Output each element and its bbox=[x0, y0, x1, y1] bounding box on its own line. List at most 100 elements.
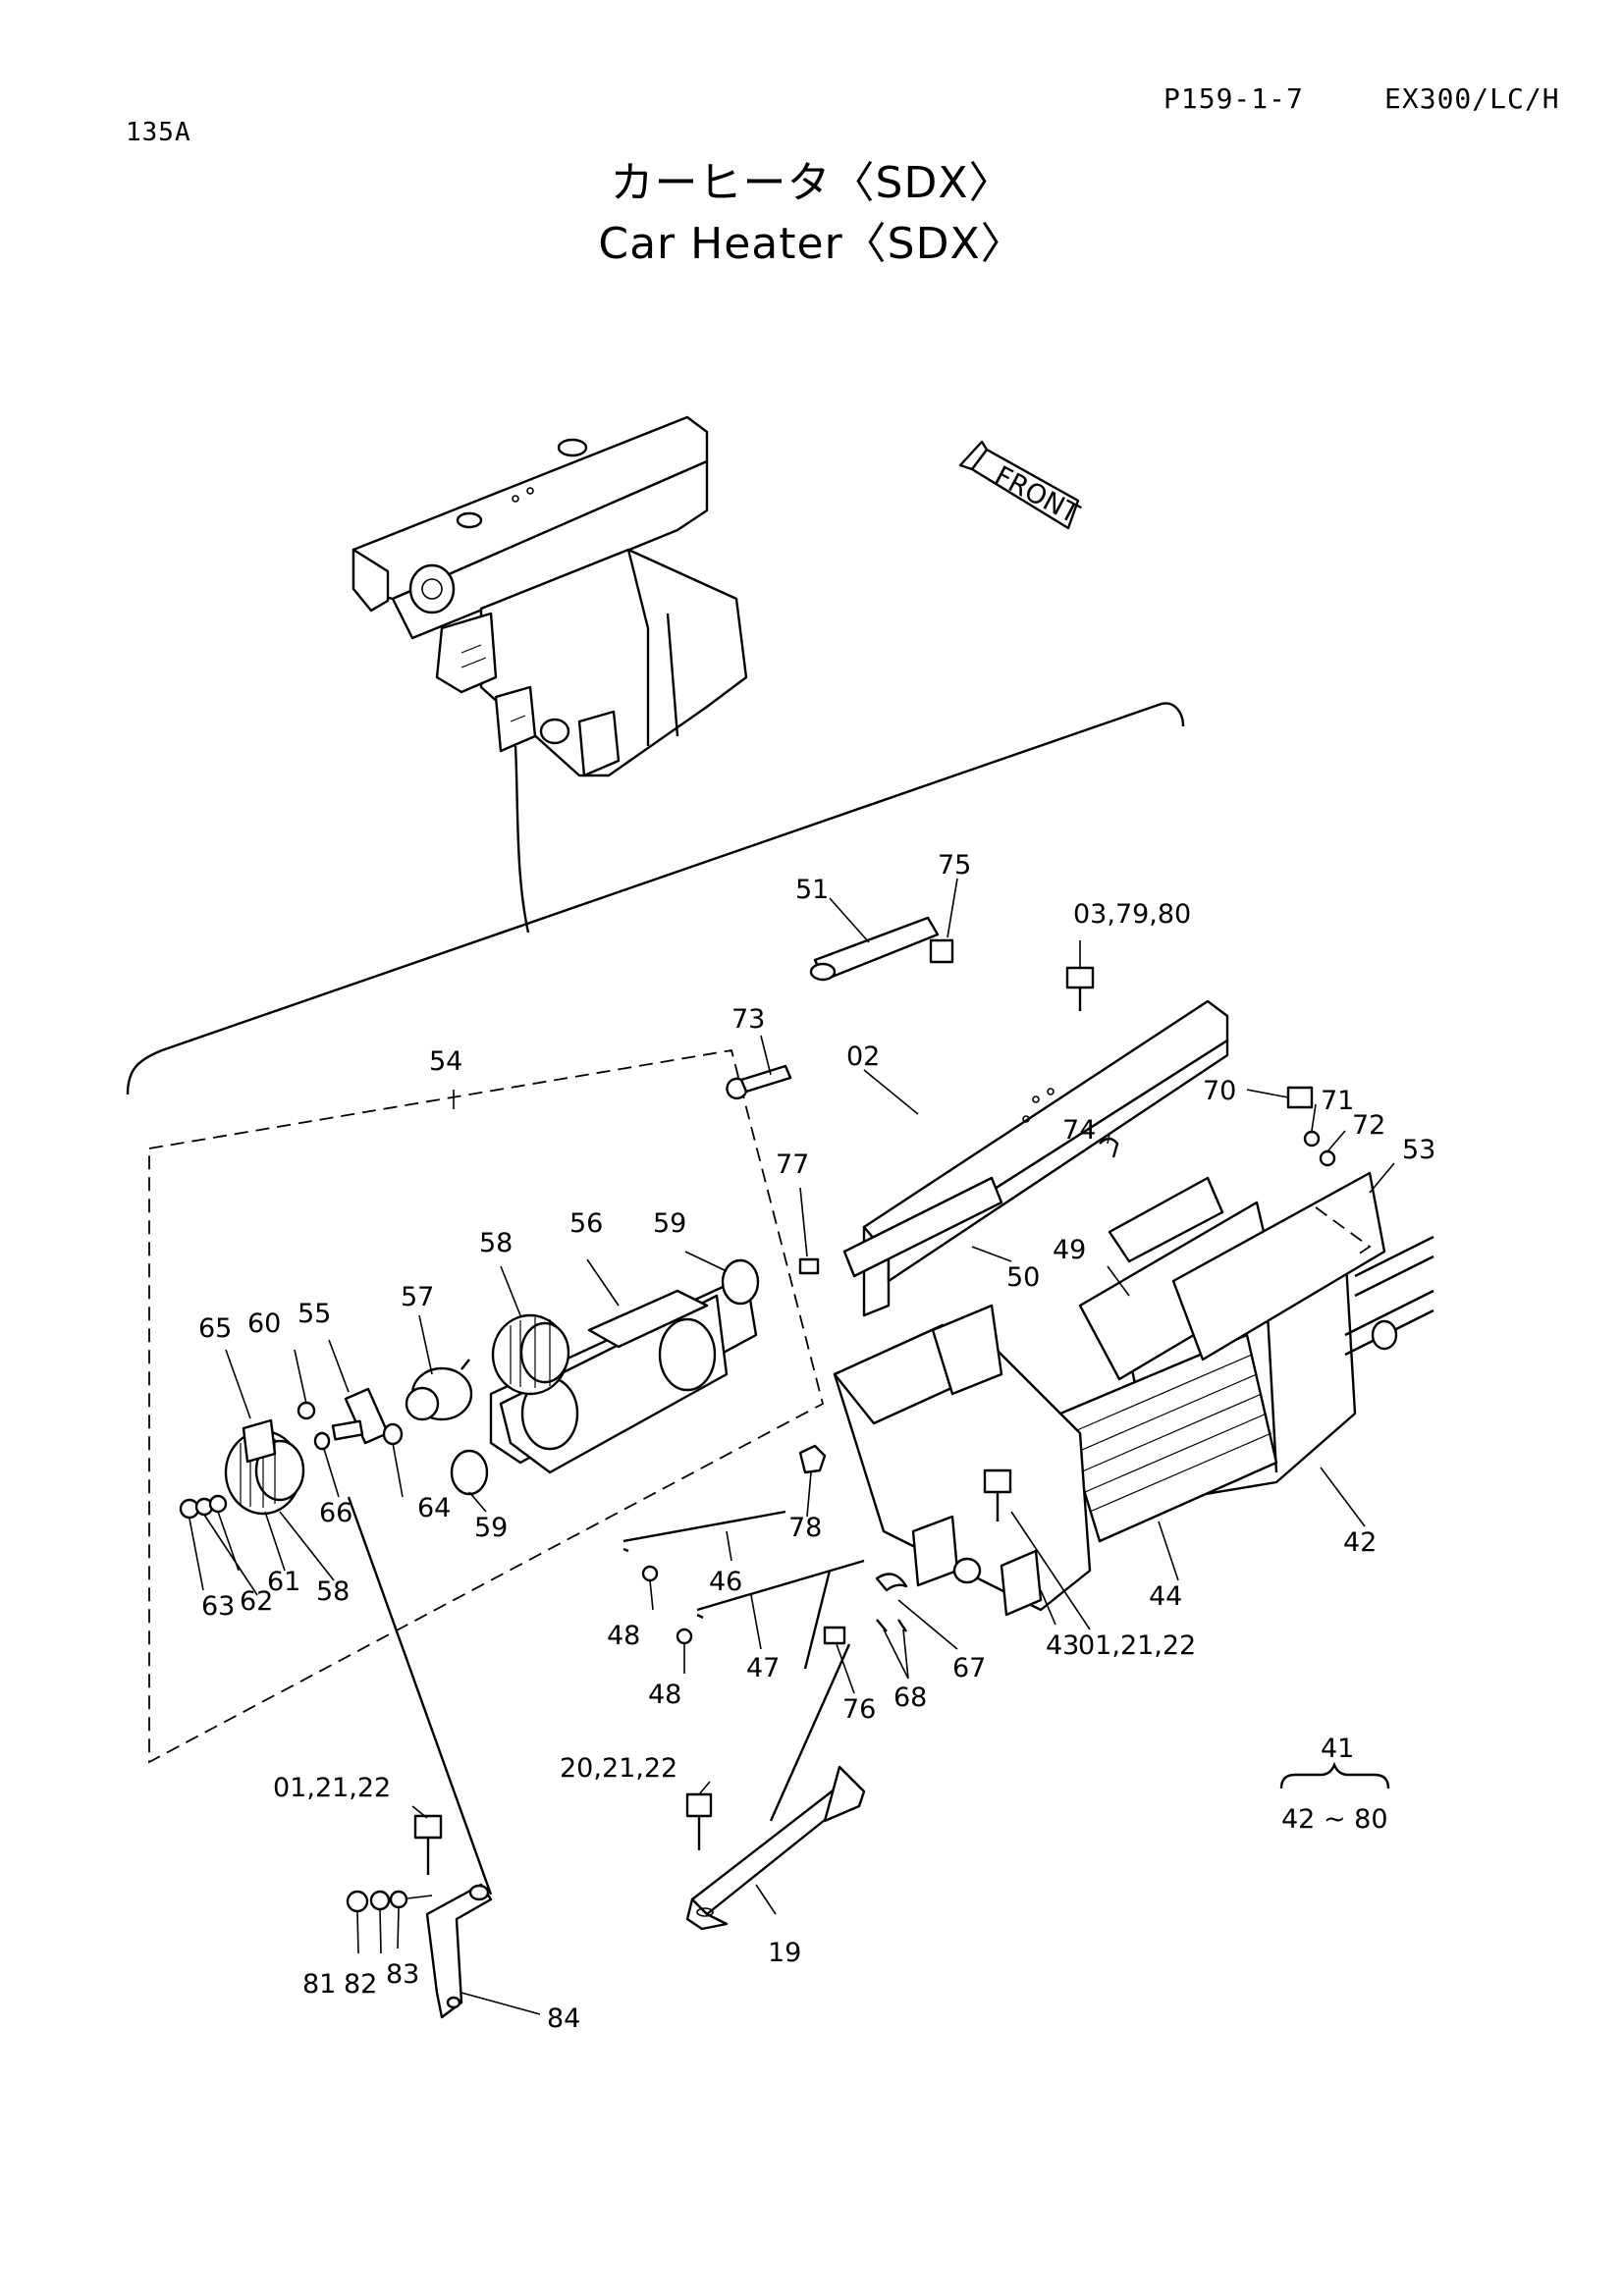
bolt-01-21-22-lower bbox=[413, 1814, 443, 1875]
callout-01-21-22-lower: 01,21,22 bbox=[273, 1773, 391, 1803]
callout-59-upper: 59 bbox=[653, 1208, 686, 1239]
callout-labels: 51 75 03,79,80 73 02 70 71 72 53 74 54 7… bbox=[198, 850, 1435, 2034]
callout-70: 70 bbox=[1203, 1076, 1236, 1106]
clip-67 bbox=[875, 1573, 908, 1592]
front-label: FRONT bbox=[990, 460, 1084, 530]
callout-48-upper: 48 bbox=[607, 1621, 640, 1651]
callout-03-79-80: 03,79,80 bbox=[1073, 899, 1191, 930]
callout-49: 49 bbox=[1053, 1235, 1086, 1265]
callout-75: 75 bbox=[938, 850, 971, 881]
washer-61 bbox=[208, 1494, 228, 1514]
subassembly-box-54 bbox=[148, 1048, 825, 1764]
blower-housing-56 bbox=[489, 1274, 758, 1474]
cutaway-outline bbox=[126, 702, 1185, 1095]
diagram-code: P159-1-7 bbox=[1163, 82, 1304, 115]
clip-68 bbox=[876, 1619, 907, 1632]
callout-46: 46 bbox=[709, 1567, 742, 1597]
washer-82 bbox=[369, 1890, 391, 1911]
title-japanese: カーヒータ〈SDX〉 bbox=[610, 158, 1013, 208]
washer-64 bbox=[382, 1422, 404, 1446]
bracket-51 bbox=[809, 916, 940, 982]
callout-54: 54 bbox=[429, 1046, 462, 1077]
callout-59-lower: 59 bbox=[474, 1513, 508, 1543]
ring-66 bbox=[313, 1431, 331, 1451]
screw-60 bbox=[297, 1401, 316, 1420]
fan-58-lower bbox=[224, 1429, 305, 1516]
heater-core-44 bbox=[1058, 1333, 1278, 1543]
title-english: Car Heater〈SDX〉 bbox=[598, 219, 1025, 269]
sleeve-65 bbox=[242, 1418, 277, 1464]
wheel-59-right bbox=[721, 1258, 760, 1306]
callout-50: 50 bbox=[1006, 1262, 1040, 1293]
pipe-end bbox=[1371, 1319, 1398, 1351]
nut-78 bbox=[798, 1444, 827, 1474]
callout-48-lower: 48 bbox=[648, 1680, 681, 1710]
rod-47 bbox=[696, 1559, 865, 1620]
callout-56: 56 bbox=[569, 1208, 603, 1239]
callout-76: 76 bbox=[842, 1694, 876, 1725]
callout-83: 83 bbox=[386, 1959, 419, 1990]
callout-44: 44 bbox=[1149, 1581, 1182, 1612]
callout-58-upper: 58 bbox=[479, 1228, 513, 1258]
panel-53 bbox=[1171, 1171, 1386, 1362]
washer-83 bbox=[389, 1890, 408, 1909]
callout-02: 02 bbox=[846, 1041, 880, 1072]
part-74-seat bbox=[1108, 1176, 1224, 1263]
bracket-19 bbox=[685, 1765, 866, 1931]
callout-71: 71 bbox=[1321, 1086, 1354, 1116]
callout-77: 77 bbox=[776, 1149, 809, 1180]
callout-42-main: 42 bbox=[1343, 1527, 1377, 1558]
bolt-70 bbox=[1286, 1086, 1314, 1109]
knob-48b bbox=[676, 1628, 693, 1645]
callout-61: 61 bbox=[267, 1567, 300, 1597]
callout-74: 74 bbox=[1062, 1115, 1096, 1146]
fan-58-upper bbox=[491, 1313, 570, 1396]
leader-duct-lower bbox=[803, 1570, 832, 1670]
brace-41 bbox=[1279, 1761, 1390, 1789]
callout-63: 63 bbox=[201, 1591, 235, 1622]
leader-overview bbox=[514, 745, 530, 934]
screw-76 bbox=[823, 1626, 846, 1645]
callout-78: 78 bbox=[788, 1513, 822, 1543]
callout-60: 60 bbox=[247, 1308, 281, 1339]
page-number: 135A bbox=[126, 118, 191, 147]
callout-55: 55 bbox=[298, 1299, 331, 1329]
callout-leaders bbox=[189, 878, 1395, 2015]
washer-71 bbox=[1303, 1130, 1321, 1148]
callout-01-21-22-mid: 01,21,22 bbox=[1078, 1630, 1196, 1661]
callout-68: 68 bbox=[893, 1682, 927, 1713]
knob-48a bbox=[641, 1565, 659, 1582]
overview-heater-assembly bbox=[352, 415, 748, 777]
leader-fan-to-84 bbox=[347, 1496, 493, 1896]
leader-duct-to-19 bbox=[769, 1643, 851, 1822]
callout-62: 62 bbox=[240, 1586, 273, 1617]
callout-73: 73 bbox=[731, 1004, 765, 1035]
callout-72: 72 bbox=[1352, 1110, 1385, 1141]
bolt-01-21-22-mid bbox=[983, 1468, 1012, 1494]
callout-57: 57 bbox=[401, 1282, 434, 1312]
motor-57 bbox=[405, 1359, 473, 1421]
callout-19: 19 bbox=[768, 1938, 801, 1968]
wheel-59-left bbox=[450, 1449, 489, 1496]
callout-67: 67 bbox=[952, 1653, 986, 1683]
callout-58-lower: 58 bbox=[316, 1576, 350, 1607]
screw-75 bbox=[929, 938, 954, 964]
duct-43 bbox=[833, 1304, 1092, 1617]
clip-73 bbox=[726, 1064, 792, 1100]
callout-82: 82 bbox=[344, 1969, 377, 2000]
nut-81 bbox=[346, 1890, 369, 1913]
front-direction-arrow: FRONT bbox=[958, 440, 1084, 530]
callout-42-80: 42 ~ 80 bbox=[1281, 1804, 1388, 1835]
callout-66: 66 bbox=[319, 1498, 352, 1528]
panel-53-hidden-edge bbox=[1315, 1206, 1372, 1257]
callout-84: 84 bbox=[547, 2003, 580, 2034]
rod-46 bbox=[622, 1510, 786, 1553]
screw-77 bbox=[798, 1257, 820, 1275]
callout-20-21-22: 20,21,22 bbox=[560, 1753, 677, 1784]
bolt-20-21-22 bbox=[685, 1792, 713, 1850]
clip-74 bbox=[1099, 1137, 1119, 1158]
callout-81: 81 bbox=[302, 1969, 336, 2000]
water-pipes bbox=[1344, 1235, 1434, 1357]
model-number: EX300/LC/H bbox=[1384, 82, 1560, 115]
